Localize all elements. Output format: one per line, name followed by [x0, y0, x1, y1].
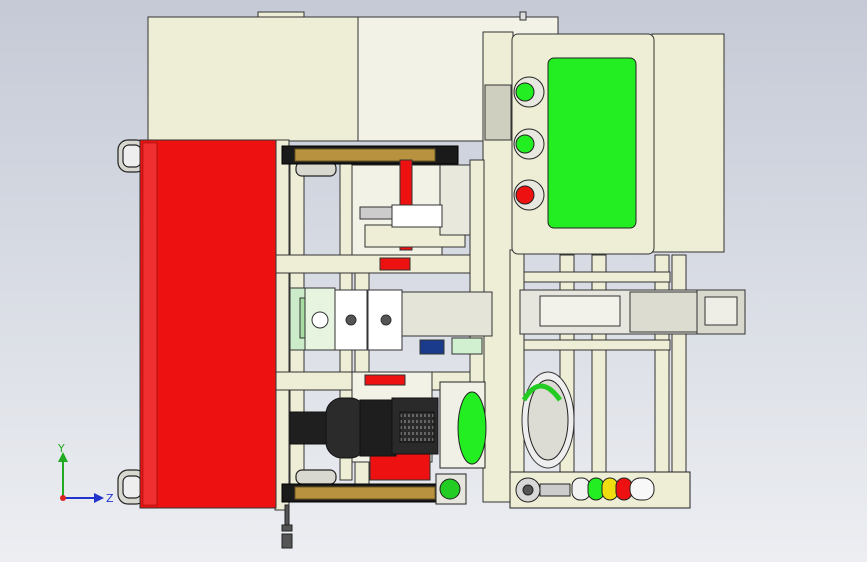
linear-actuator [519, 289, 746, 335]
red-safety-guard [139, 139, 277, 509]
y-axis-arrow-icon [58, 452, 68, 462]
x-axis-dot-icon [60, 495, 66, 501]
z-axis-arrow-icon [94, 493, 104, 503]
tower-light [509, 471, 691, 509]
z-axis-label: Z [106, 492, 114, 505]
gripper-assembly [289, 397, 439, 459]
top-belt [281, 145, 459, 165]
inner-rollers [295, 161, 337, 485]
vertical-slide [469, 31, 525, 503]
coordinate-triad: Y Z [57, 442, 114, 505]
control-panel [511, 33, 725, 255]
left-rollers [117, 139, 147, 505]
bottom-belt [281, 483, 459, 503]
cable-connector [281, 504, 293, 549]
fixture-row [289, 287, 493, 355]
y-axis-label: Y [57, 442, 65, 455]
green-cylinder [439, 371, 575, 469]
panel-buttons [513, 76, 545, 211]
status-lamp [435, 473, 467, 505]
